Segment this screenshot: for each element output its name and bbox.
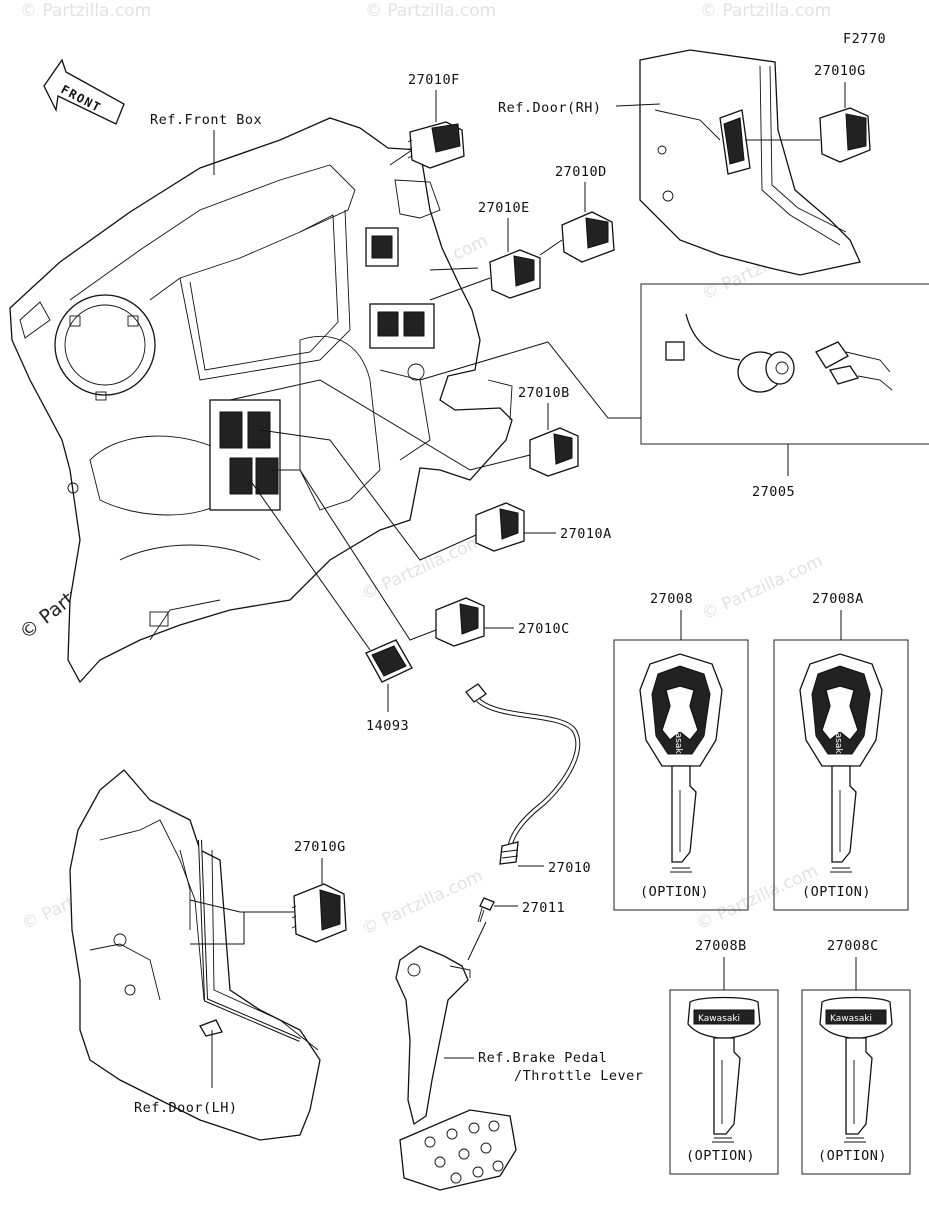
brake-pedal — [395, 945, 517, 1191]
switch-27010G-top — [819, 107, 871, 163]
label-27008B: 27008B — [695, 938, 747, 954]
sensor-cable-27010 — [465, 683, 581, 865]
label-27005: 27005 — [752, 484, 795, 500]
label-27010C: 27010C — [518, 621, 570, 637]
switch-27010E — [489, 249, 541, 299]
label-27010F: 27010F — [408, 72, 460, 88]
label-27008: 27008 — [650, 591, 693, 607]
ref-front-box-label: Ref.Front Box — [150, 112, 262, 128]
watermark: © Partzilla.com — [699, 551, 826, 625]
watermark: © Partzilla.com — [365, 1, 496, 21]
watermark: © Partzilla.com — [359, 866, 486, 940]
key-27008: Kawasaki — [639, 653, 723, 863]
switch-27010B — [529, 427, 579, 477]
key-27008B: Kawasaki — [687, 996, 761, 1135]
option-note-27008B: (OPTION) — [686, 1148, 755, 1164]
label-27010G-bottom: 27010G — [294, 839, 346, 855]
label-27010E: 27010E — [478, 200, 530, 216]
switch-27010A — [475, 502, 525, 552]
front-arrow-icon: FRONT — [43, 58, 125, 125]
label-27008C: 27008C — [827, 938, 879, 954]
label-27010A: 27010A — [560, 526, 612, 542]
ignition-switch-27005 — [665, 313, 893, 393]
switch-27010D — [561, 211, 615, 263]
label-27010D: 27010D — [555, 164, 607, 180]
door-lh — [69, 769, 321, 1141]
door-rh — [639, 49, 861, 276]
ref-brake-pedal-label: Ref.Brake Pedal — [478, 1050, 607, 1066]
front-box-dashboard — [9, 117, 513, 684]
watermark: © Partzilla.com — [359, 531, 486, 605]
watermark: © Partzilla.com — [700, 1, 831, 21]
key-brand-text: Kawasaki — [673, 714, 683, 756]
key-brand-text: Kawasaki — [698, 1014, 740, 1024]
ref-door-lh-label: Ref.Door(LH) — [134, 1100, 238, 1116]
switch-27010C — [435, 597, 485, 647]
label-27010G-top: 27010G — [814, 63, 866, 79]
option-note-27008: (OPTION) — [640, 884, 709, 900]
ref-throttle-lever-label: /Throttle Lever — [514, 1068, 643, 1084]
ref-door-rh-label: Ref.Door(RH) — [498, 100, 602, 116]
figure-code: F2770 — [843, 31, 886, 47]
key-27008C: Kawasaki — [819, 996, 893, 1135]
label-27010: 27010 — [548, 860, 591, 876]
option-note-27008A: (OPTION) — [802, 884, 871, 900]
label-27011: 27011 — [522, 900, 565, 916]
key-brand-text: Kawasaki — [830, 1014, 872, 1024]
label-27008A: 27008A — [812, 591, 864, 607]
key-brand-text: Kawasaki — [833, 714, 843, 756]
label-14093: 14093 — [366, 718, 409, 734]
label-27010B: 27010B — [518, 385, 570, 401]
watermark: © Partzilla.com — [20, 1, 151, 21]
switch-27010F — [407, 121, 465, 169]
switch-27010G-bottom — [291, 883, 347, 943]
key-27008A: Kawasaki — [799, 653, 883, 863]
pad-14093 — [365, 639, 413, 683]
screw-27011 — [477, 897, 495, 923]
option-note-27008C: (OPTION) — [818, 1148, 887, 1164]
